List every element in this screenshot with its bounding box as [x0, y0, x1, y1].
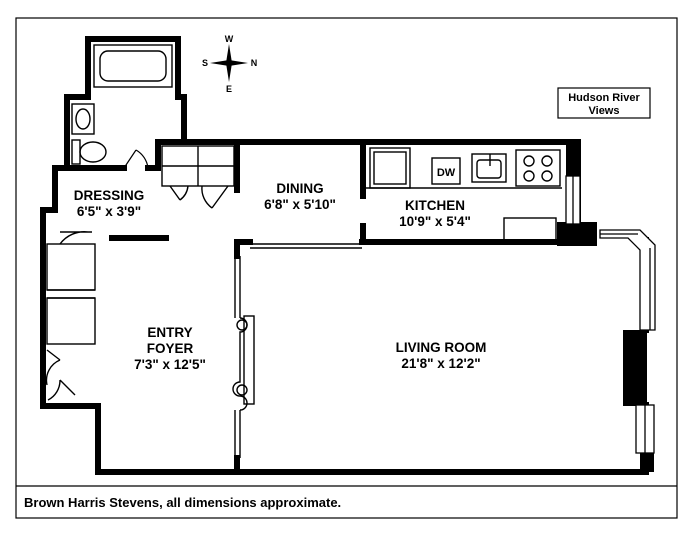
room-living: LIVING ROOM 21'8" x 12'2"	[396, 340, 487, 371]
dining-dims: 6'8" x 5'10"	[264, 197, 336, 212]
views-note-line2: Views	[589, 105, 620, 117]
entry-foyer-name-2: FOYER	[147, 341, 194, 356]
bath-fixtures	[71, 103, 107, 165]
compass-rose-icon	[210, 44, 248, 82]
dining-closet	[161, 145, 235, 209]
kitchen-sink	[471, 153, 507, 183]
compass-north: N	[251, 58, 258, 68]
compass-south: S	[202, 58, 208, 68]
windows	[565, 175, 656, 454]
compass: W E S N	[202, 34, 257, 94]
partition-lines	[250, 243, 362, 249]
entry-foyer-name-1: ENTRY	[147, 325, 192, 340]
compass-west: W	[225, 34, 234, 44]
dining-name: DINING	[276, 181, 323, 196]
living-room-dims: 21'8" x 12'2"	[401, 356, 480, 371]
walls	[40, 36, 649, 475]
room-entry-foyer: ENTRY FOYER 7'3" x 12'5"	[134, 325, 206, 372]
dressing-name: DRESSING	[74, 188, 145, 203]
views-note-line1: Hudson River	[568, 92, 640, 104]
dressing-dims: 6'5" x 3'9"	[77, 204, 141, 219]
kitchen-name: KITCHEN	[405, 198, 465, 213]
room-dining: DINING 6'8" x 5'10"	[264, 181, 336, 212]
room-dressing: DRESSING 6'5" x 3'9"	[74, 188, 145, 219]
footer-credit: Brown Harris Stevens, all dimensions app…	[24, 495, 341, 510]
compass-east: E	[226, 84, 232, 94]
sliding-partition	[232, 256, 255, 458]
bathtub	[93, 44, 173, 88]
wall-blocks	[557, 140, 654, 472]
stove	[515, 149, 561, 187]
bath-door	[123, 149, 149, 169]
dressing-closets	[45, 231, 96, 401]
kitchen-counter	[366, 147, 562, 241]
outer-frame	[15, 17, 678, 519]
dishwasher-label: DW	[437, 167, 456, 179]
dishwasher: DW	[431, 157, 461, 185]
kitchen-dims: 10'9" x 5'4"	[399, 214, 471, 229]
living-room-name: LIVING ROOM	[396, 340, 487, 355]
entry-foyer-dims: 7'3" x 12'5"	[134, 357, 206, 372]
room-kitchen: KITCHEN 10'9" x 5'4"	[399, 198, 471, 229]
views-note: Hudson River Views	[557, 87, 651, 119]
